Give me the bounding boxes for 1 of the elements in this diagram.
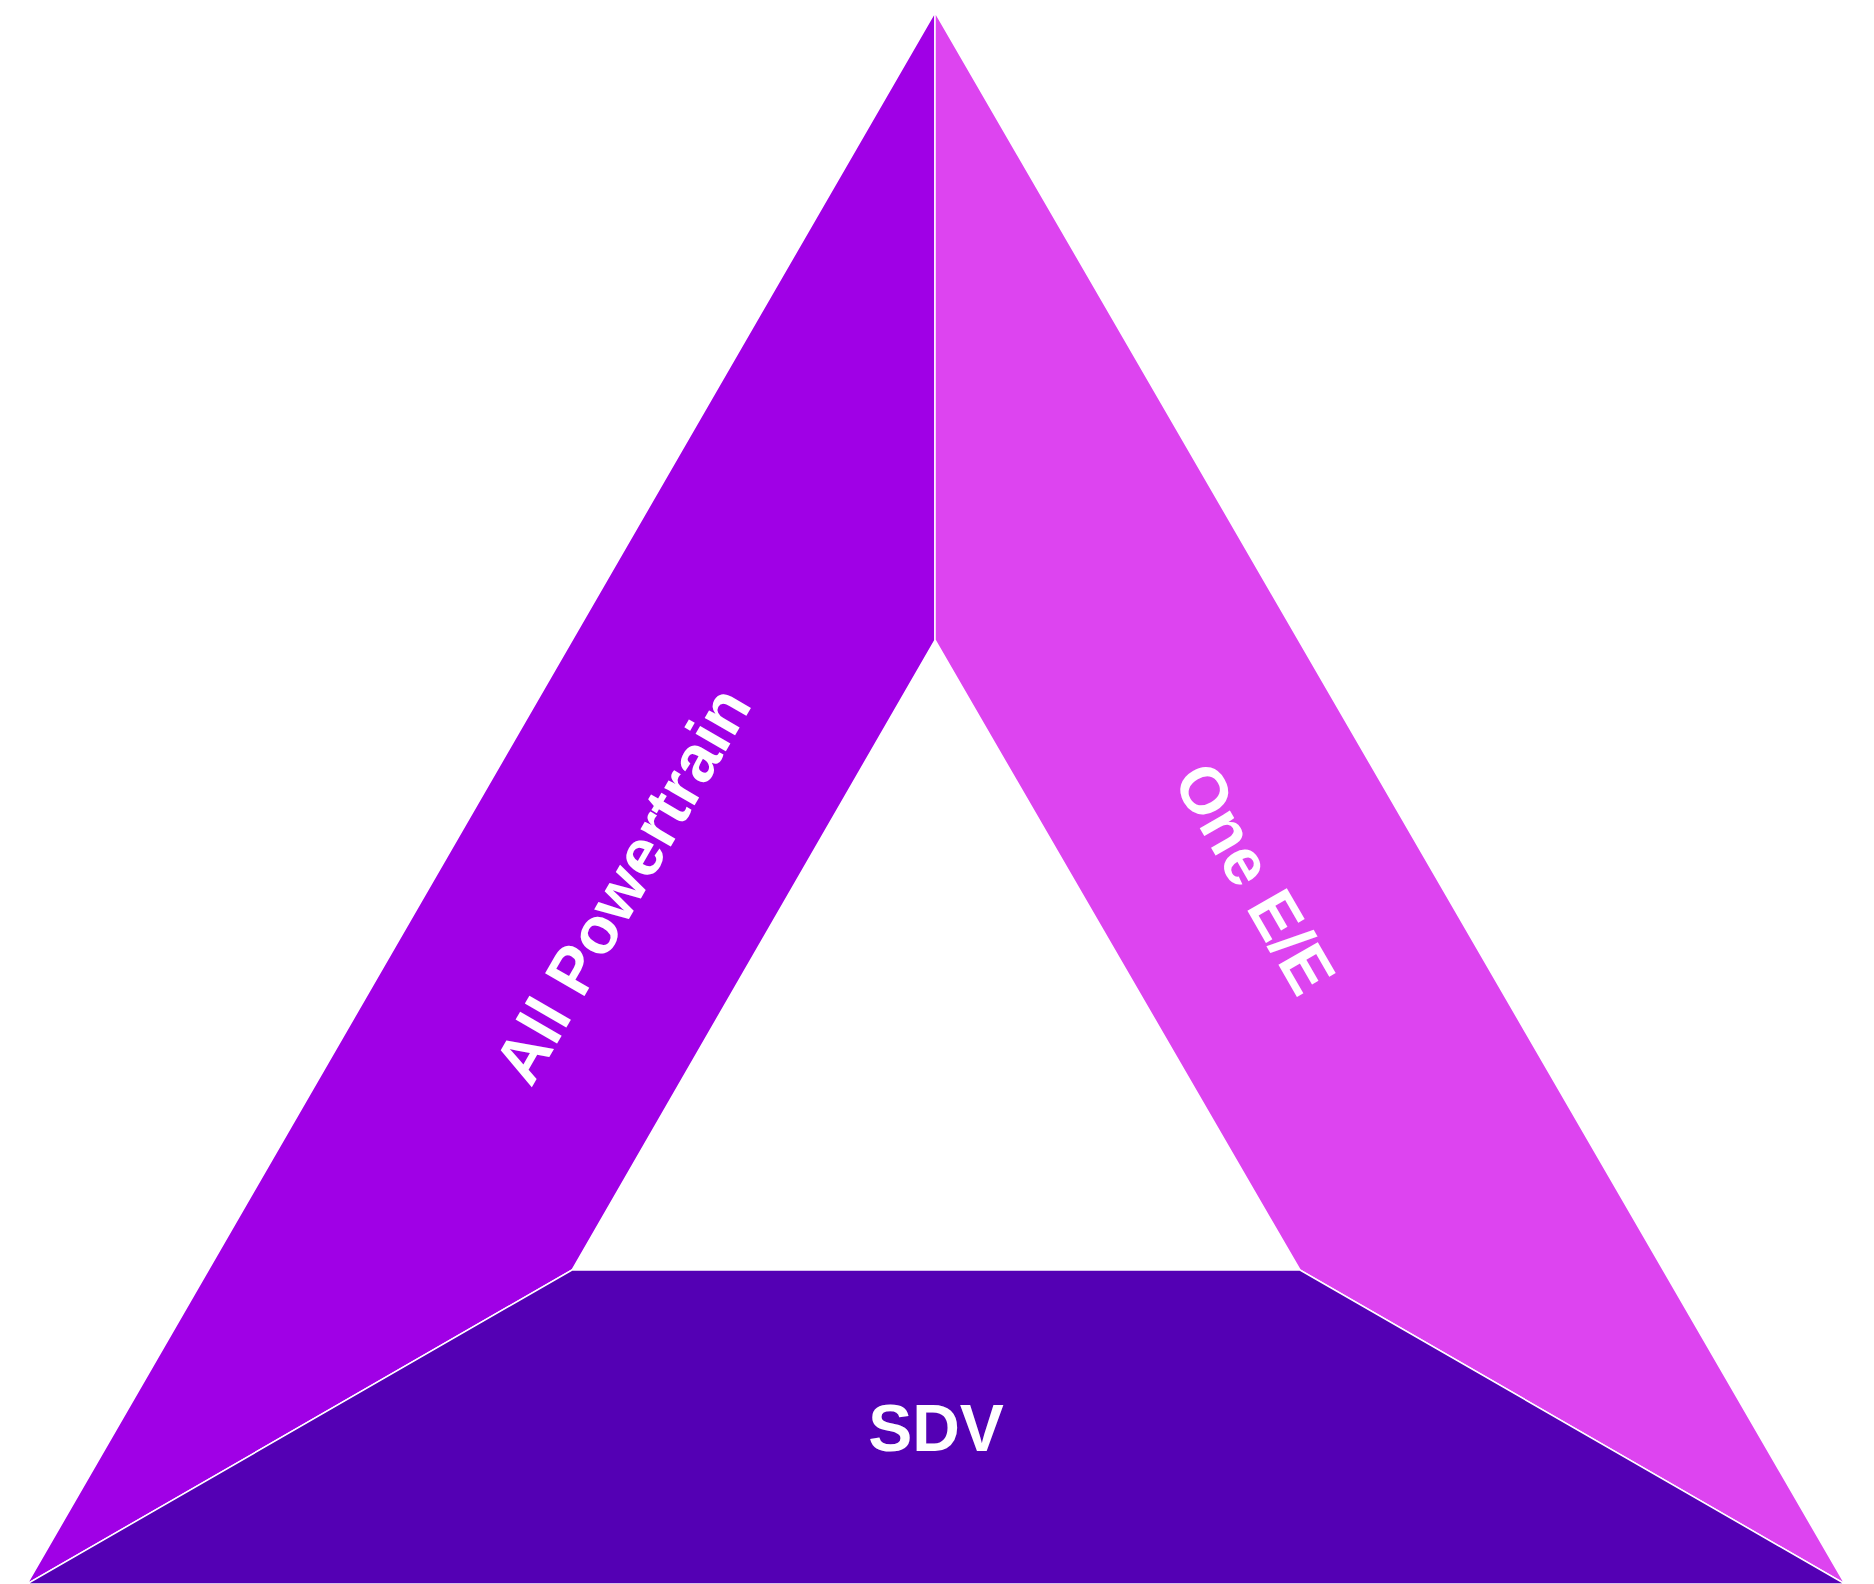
band-label: SDV (868, 1395, 1004, 1461)
